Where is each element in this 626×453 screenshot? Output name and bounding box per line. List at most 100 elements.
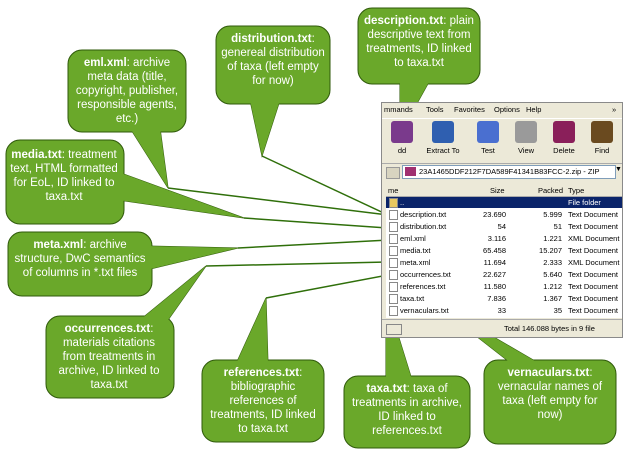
file-packed: 1.221 (543, 234, 562, 243)
callout-text: : genereal distribution of taxa (left em… (221, 33, 325, 87)
column-packed[interactable]: Packed (538, 186, 564, 195)
menu-favorites[interactable]: Favorites (454, 105, 485, 114)
file-type: Text Document (568, 270, 619, 279)
file-size: 65.458 (483, 246, 506, 255)
menu-options[interactable]: Options (494, 105, 520, 114)
status-bar: Total 146.088 bytes in 9 file (382, 319, 622, 337)
file-icon (389, 234, 398, 244)
file-name: .. (400, 198, 405, 207)
file-name: eml.xml (400, 234, 426, 243)
file-type: Text Document (568, 282, 619, 291)
callout-text: : materials citations from treatments in… (58, 323, 160, 391)
file-name: description.txt (400, 210, 447, 219)
file-icon (389, 258, 398, 268)
file-name: media.txt (400, 246, 431, 255)
connector-occurrences (205, 261, 389, 267)
callout-text: : archive structure, DwC semantics of co… (14, 239, 146, 279)
delete-button[interactable]: Delete (546, 121, 582, 155)
menu-commands[interactable]: mmands (384, 105, 413, 114)
file-type: Text Document (568, 294, 619, 303)
table-row[interactable]: eml.xml 3.116 1.221 XML Document (386, 233, 622, 244)
callout-title: media.txt (11, 149, 62, 161)
chevron-down-icon[interactable]: ▼ (615, 166, 622, 173)
file-packed: 51 (553, 222, 562, 231)
file-size: 3.116 (487, 234, 506, 243)
callout-title: vernaculars.txt (507, 367, 590, 379)
extract-to-button[interactable]: Extract To (422, 121, 464, 155)
callout-text: : archive meta data (title, copyright, p… (75, 57, 179, 125)
bubble-media (5, 139, 245, 225)
extract-icon (432, 121, 454, 143)
column-type[interactable]: Type (568, 186, 585, 195)
path-bar: 23A1465DDF212F7DA589F41341B83FCC-2.zip -… (382, 164, 622, 180)
file-icon (389, 306, 398, 316)
status-text: Total 146.088 bytes in 9 file (504, 324, 595, 333)
file-size: 23.690 (483, 210, 506, 219)
file-size: 54 (497, 222, 506, 231)
delete-label: Delete (553, 146, 575, 155)
column-name[interactable]: me (388, 186, 399, 195)
file-type: Text Document (568, 246, 619, 255)
file-name: occurrences.txt (400, 270, 451, 279)
find-button[interactable]: Find (584, 121, 620, 155)
callout-title: description.txt (364, 15, 444, 27)
extract-to-label: Extract To (426, 146, 460, 155)
view-button[interactable]: View (508, 121, 544, 155)
callout-taxa-txt: taxa.txt: taxa of treatments in archive,… (349, 382, 465, 438)
callout-title: occurrences.txt (64, 323, 151, 335)
menu-help[interactable]: Help (526, 105, 542, 114)
add-icon (391, 121, 413, 143)
file-list-header: me Size Packed Type (386, 184, 622, 197)
callout-meta-xml: meta.xml: archive structure, DwC semanti… (13, 238, 147, 280)
file-size: 22.627 (483, 270, 506, 279)
add-label: dd (397, 146, 407, 155)
test-icon (477, 121, 499, 143)
file-size: 33 (497, 306, 506, 315)
table-row[interactable]: ..File folder (386, 197, 622, 208)
callout-references-txt: references.txt: bibliographic references… (206, 366, 320, 436)
callout-vernaculars-txt: vernaculars.txt: vernacular names of tax… (489, 366, 611, 422)
find-label: Find (594, 146, 610, 155)
delete-icon (553, 121, 575, 143)
view-label: View (517, 146, 535, 155)
file-type: Text Document (568, 306, 619, 315)
menu-tools[interactable]: Tools (426, 105, 444, 114)
bubble-eml (67, 49, 187, 189)
archive-path-field[interactable]: 23A1465DDF212F7DA589F41341B83FCC-2.zip -… (402, 165, 616, 179)
archive-window: mmands Tools Favorites Options Help » dd… (381, 102, 623, 338)
callout-description-txt: description.txt: plain descriptive text … (363, 14, 475, 70)
test-button[interactable]: Test (470, 121, 506, 155)
file-packed: 15.207 (539, 246, 562, 255)
up-folder-icon[interactable] (386, 167, 400, 179)
overflow-icon[interactable]: » (612, 105, 617, 114)
connector-eml (167, 187, 389, 216)
file-packed: 2.333 (543, 258, 562, 267)
table-row[interactable]: media.txt 65.458 15.207 Text Document (386, 245, 622, 256)
connector-references (265, 274, 389, 299)
file-icon (389, 198, 398, 208)
file-packed: 1.367 (543, 294, 562, 303)
bubble-meta (7, 231, 239, 297)
file-packed: 35 (553, 306, 562, 315)
callout-media-txt: media.txt: treatment text, HTML formatte… (10, 148, 118, 204)
file-type: XML Document (568, 234, 620, 243)
file-name: references.txt (400, 282, 446, 291)
connector-distribution (261, 155, 389, 216)
column-size[interactable]: Size (490, 186, 505, 195)
zip-archive-icon (405, 167, 416, 176)
key-icon (386, 324, 402, 335)
add-button[interactable]: dd (384, 121, 420, 155)
callout-title: distribution.txt (231, 33, 312, 45)
callout-occurrences-txt: occurrences.txt: materials citations fro… (50, 322, 168, 392)
connector-media (243, 217, 389, 229)
callout-text: : plain descriptive text from treatments… (366, 15, 474, 69)
file-name: meta.xml (400, 258, 431, 267)
